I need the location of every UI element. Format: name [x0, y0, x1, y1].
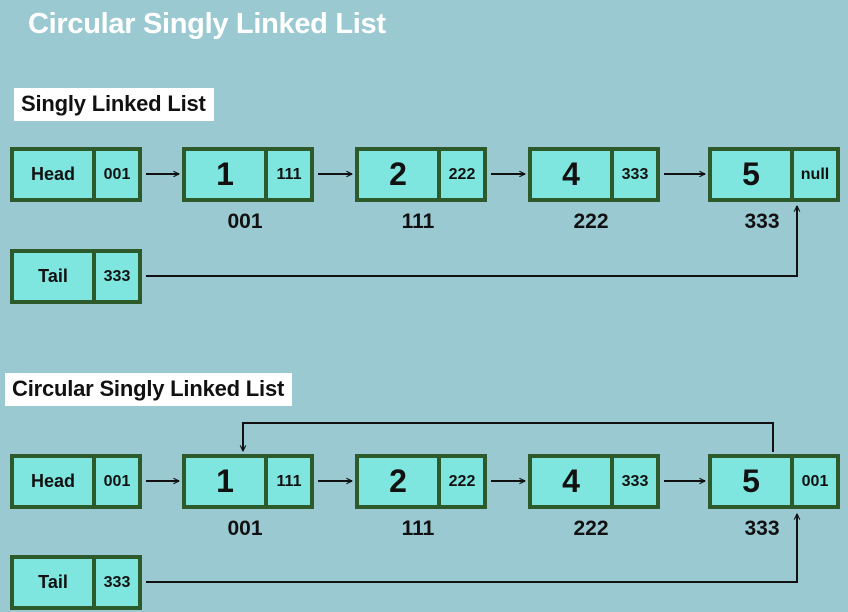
tail-label: Tail [14, 559, 96, 606]
node-next-pointer: 001 [801, 472, 829, 490]
node-value: 1 [186, 151, 268, 198]
arrow-tail-to-last [146, 514, 797, 583]
node-next-pointer: 333 [621, 165, 649, 183]
node-next-pointer: 222 [448, 165, 476, 183]
node-address: 001 [227, 517, 263, 540]
tail-pointer-value: 333 [103, 573, 131, 591]
head-pointer-value: 001 [103, 472, 131, 490]
tail-pointer-box: Tail 333 [10, 555, 142, 610]
arrow-circular-back [243, 422, 774, 452]
node-value: 2 [359, 458, 441, 505]
node-next-pointer: 111 [276, 472, 302, 490]
node-address: 111 [401, 517, 435, 540]
section-label-singly: Singly Linked List [14, 88, 214, 121]
node-value: 4 [532, 458, 614, 505]
tail-pointer-value: 333 [103, 267, 131, 285]
node-value: 5 [712, 458, 794, 505]
node-next-pointer: 333 [621, 472, 649, 490]
list-node: 4 333 [528, 147, 660, 202]
arrow-tail-to-last [146, 206, 797, 277]
head-pointer-box: Head 001 [10, 454, 142, 509]
list-node: 5 null [708, 147, 840, 202]
node-next-pointer: 222 [448, 472, 476, 490]
node-value: 5 [712, 151, 794, 198]
list-node: 2 222 [355, 147, 487, 202]
tail-label: Tail [14, 253, 96, 300]
list-node: 2 222 [355, 454, 487, 509]
node-address: 001 [227, 210, 263, 233]
node-address: 333 [744, 210, 780, 233]
node-address: 222 [573, 517, 609, 540]
tail-pointer-box: Tail 333 [10, 249, 142, 304]
head-label: Head [14, 458, 96, 505]
node-value: 2 [359, 151, 441, 198]
node-address: 111 [401, 210, 435, 233]
page-title: Circular Singly Linked List [28, 8, 386, 40]
list-node: 1 111 [182, 454, 314, 509]
list-node: 5 001 [708, 454, 840, 509]
head-pointer-box: Head 001 [10, 147, 142, 202]
list-node: 1 111 [182, 147, 314, 202]
node-address: 333 [744, 517, 780, 540]
head-label: Head [14, 151, 96, 198]
section-label-circular: Circular Singly Linked List [5, 373, 293, 406]
node-address: 222 [573, 210, 609, 233]
node-next-pointer: 111 [276, 165, 302, 183]
node-value: 1 [186, 458, 268, 505]
list-node: 4 333 [528, 454, 660, 509]
node-value: 4 [532, 151, 614, 198]
head-pointer-value: 001 [103, 165, 131, 183]
node-next-pointer: null [800, 165, 830, 183]
